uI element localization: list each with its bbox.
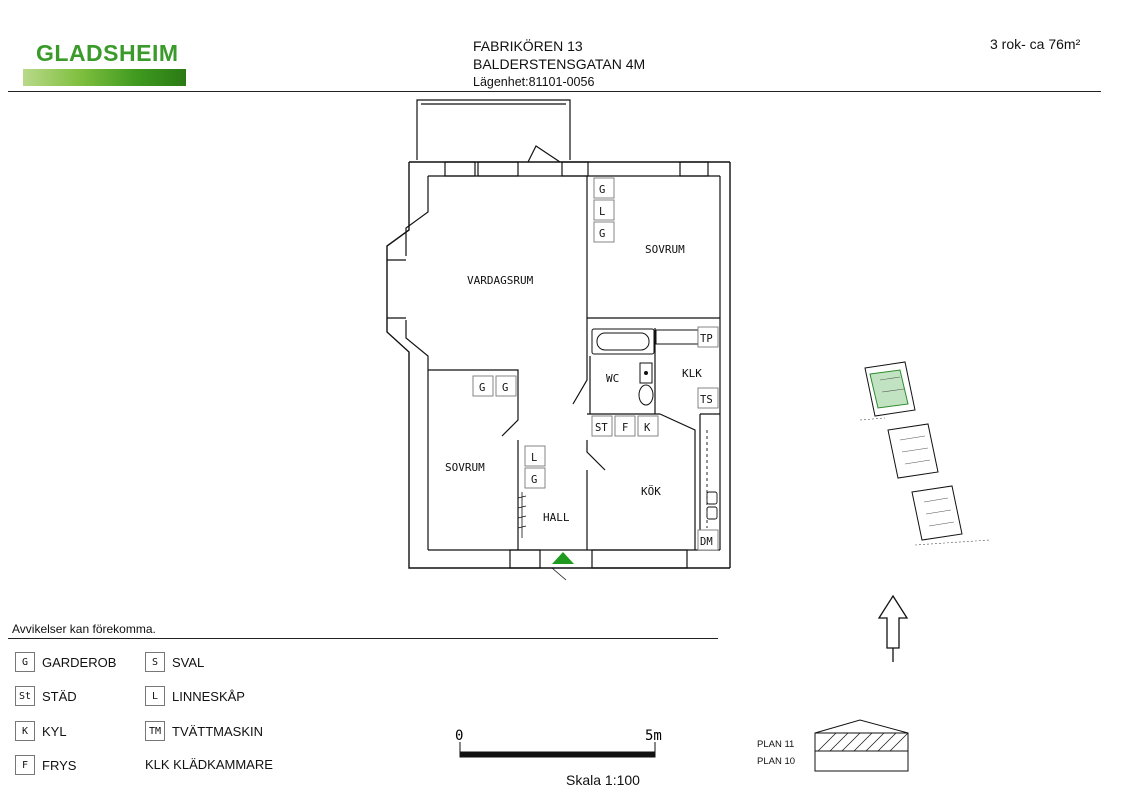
north-arrow (877, 594, 909, 662)
fixture-g-1: G (599, 184, 605, 196)
legend-label: KLK KLÄDKAMMARE (145, 757, 273, 772)
property-name: FABRIKÖREN 13 (473, 38, 583, 54)
legend-label: SVAL (172, 654, 205, 670)
legend-code: S (145, 652, 165, 672)
brand-logo: GLADSHEIM (36, 40, 179, 66)
walls (386, 99, 731, 569)
fixture-k: K (644, 422, 651, 434)
legend-code: L (145, 686, 165, 706)
fixture-g-4: G (502, 382, 508, 394)
legend-label: KYL (42, 723, 67, 739)
floor-label-upper: PLAN 11 (757, 739, 795, 750)
scale-title: Skala 1:100 (566, 772, 640, 788)
room-kitchen: KÖK (641, 485, 661, 498)
scale-bar (459, 742, 656, 758)
room-bedroom-2: SOVRUM (445, 461, 485, 474)
scale-start: 0 (455, 728, 463, 744)
floor-indicator (814, 719, 909, 772)
room-living: VARDAGSRUM (467, 274, 534, 287)
brand-logo-bar (23, 69, 186, 86)
legend-item: K KYL (15, 721, 67, 741)
site-plan (859, 361, 991, 546)
kitchen-counter (706, 430, 718, 528)
legend-code: F (15, 755, 35, 775)
sink (639, 362, 653, 384)
header-divider (8, 91, 1101, 92)
fixture-tp: TP (700, 333, 713, 345)
fixture-l-2: L (531, 452, 537, 464)
legend-code: G (15, 652, 35, 672)
legend-item: S SVAL (145, 652, 204, 672)
legend-label: FRYS (42, 757, 77, 773)
room-bedroom-1: SOVRUM (645, 243, 685, 256)
apartment-number: Lägenhet:81101-0056 (473, 75, 595, 89)
room-hall: HALL (543, 511, 570, 524)
entrance-marker (552, 552, 574, 564)
legend-label: GARDEROB (42, 654, 117, 670)
fixture-g-3: G (479, 382, 485, 394)
fixture-g-2: G (599, 228, 605, 240)
fixture-g-5: G (531, 474, 537, 486)
legend-label: TVÄTTMASKIN (172, 723, 264, 739)
legend-label: LINNESKÅP (172, 688, 245, 704)
legend-code: St (15, 686, 35, 706)
room-wc: WC (606, 372, 619, 385)
bathtub (591, 328, 655, 355)
fixture-ts: TS (700, 394, 713, 406)
legend-item: F FRYS (15, 755, 76, 775)
toilet (638, 384, 654, 406)
fixture-boxes (472, 177, 719, 551)
scale-end: 5m (645, 728, 662, 744)
fixture-l-1: L (599, 206, 605, 218)
bath-fixtures (591, 328, 699, 406)
legend-item: TM TVÄTTMASKIN (145, 721, 263, 741)
fixture-st: ST (595, 422, 608, 434)
fixture-dm: DM (700, 536, 713, 548)
legend-item: G GARDEROB (15, 652, 116, 672)
floor-label-lower: PLAN 10 (757, 756, 796, 767)
legend-code: TM (145, 721, 165, 741)
fixture-f: F (622, 422, 628, 434)
legend-item: KLK KLÄDKAMMARE (145, 757, 273, 772)
hall-wardrobe (517, 492, 527, 538)
legend-item: St STÄD (15, 686, 77, 706)
deviation-note: Avvikelser kan förekomma. (12, 622, 156, 636)
street-address: BALDERSTENSGATAN 4M (473, 56, 646, 72)
legend-code: K (15, 721, 35, 741)
note-divider (8, 638, 718, 639)
legend-item: L LINNESKÅP (145, 686, 245, 706)
room-closet: KLK (682, 367, 702, 380)
legend-label: STÄD (42, 688, 77, 704)
apartment-size: 3 rok- ca 76m² (990, 36, 1081, 52)
